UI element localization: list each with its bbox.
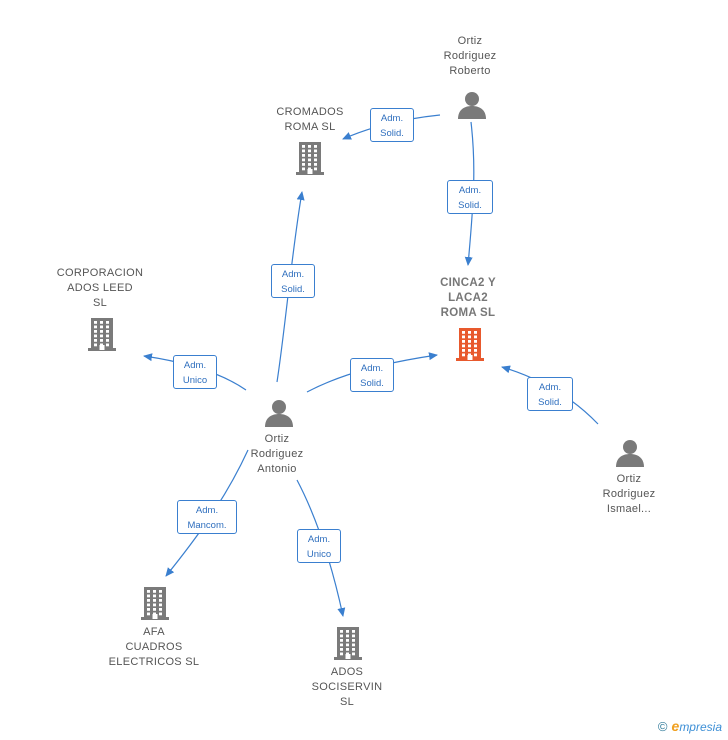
edge-label-line: Adm.: [538, 382, 562, 393]
edge-label-roberto-cromados[interactable]: Adm. Solid.: [370, 108, 414, 142]
node-label-line: AFA: [143, 626, 165, 638]
edge-label-line: Adm.: [281, 269, 305, 280]
edge-label-line: Solid.: [458, 200, 482, 211]
node-label-line: ADOS: [330, 666, 364, 678]
node-label-line: Ismael...: [606, 503, 652, 515]
edge-label-line: Adm.: [380, 113, 404, 124]
edge-label-antonio-cinca[interactable]: Adm. Solid.: [350, 358, 394, 392]
node-label-line: Roberto: [449, 65, 491, 77]
edge-label-line: Mancom.: [187, 520, 227, 531]
edge-label-ismael-cinca[interactable]: Adm. Solid.: [527, 377, 573, 411]
node-label-line: ADOS LEED: [67, 282, 133, 294]
building-icon-sociservin[interactable]: [332, 625, 364, 666]
node-label-line: ROMA SL: [440, 307, 496, 319]
brand-initial: e: [671, 718, 680, 734]
footer-brand: ©empresia: [658, 718, 722, 734]
node-label-line: SOCISERVIN: [311, 681, 383, 693]
node-label-cromados[interactable]: CROMADOS ROMA SL: [240, 105, 380, 135]
node-label-line: SL: [92, 297, 108, 309]
node-label-sociservin[interactable]: ADOS SOCISERVIN SL: [277, 665, 417, 710]
building-icon-corporacion[interactable]: [86, 316, 118, 357]
node-label-line: CUADROS: [125, 641, 183, 653]
node-label-line: Rodriguez: [443, 50, 497, 62]
node-label-line: SL: [339, 696, 355, 708]
node-label-line: Ortiz: [616, 473, 642, 485]
edge-label-roberto-cinca[interactable]: Adm. Solid.: [447, 180, 493, 214]
building-icon-afa[interactable]: [139, 585, 171, 626]
edge-label-line: Solid.: [538, 397, 562, 408]
node-label-line: CROMADOS: [276, 106, 344, 118]
person-icon-antonio[interactable]: [263, 397, 295, 434]
edge-label-line: Adm.: [183, 360, 207, 371]
node-label-line: Ortiz: [457, 35, 483, 47]
node-label-line: ELECTRICOS SL: [108, 656, 200, 668]
building-icon-cinca[interactable]: [454, 326, 486, 367]
building-icon-cromados[interactable]: [294, 140, 326, 181]
node-label-line: ROMA SL: [284, 121, 336, 133]
edge-label-antonio-cromados[interactable]: Adm. Solid.: [271, 264, 315, 298]
node-label-corporacion[interactable]: CORPORACION ADOS LEED SL: [30, 266, 170, 311]
node-label-line: LACA2: [448, 292, 488, 304]
node-label-afa[interactable]: AFA CUADROS ELECTRICOS SL: [84, 625, 224, 670]
person-icon-roberto[interactable]: [456, 89, 488, 126]
edge-label-line: Unico: [182, 375, 208, 386]
edge-label-line: Adm.: [360, 363, 384, 374]
edge-label-line: Unico: [306, 549, 332, 560]
node-label-line: Rodriguez: [250, 448, 304, 460]
edge-label-line: Solid.: [380, 128, 404, 139]
edge-label-line: Solid.: [281, 284, 305, 295]
edge-label-antonio-afa[interactable]: Adm. Mancom.: [177, 500, 237, 534]
brand-name: mpresia: [679, 720, 722, 734]
node-label-line: Rodriguez: [602, 488, 656, 500]
edge-label-line: Solid.: [360, 378, 384, 389]
edge-label-line: Adm.: [458, 185, 482, 196]
copyright-symbol: ©: [657, 719, 668, 734]
edge-label-line: Adm.: [195, 505, 219, 516]
node-label-line: Ortiz: [264, 433, 290, 445]
edge-label-antonio-sociservin[interactable]: Adm. Unico: [297, 529, 341, 563]
edge-label-line: Adm.: [307, 534, 331, 545]
person-icon-ismael[interactable]: [614, 437, 646, 474]
node-label-line: CINCA2 Y: [440, 277, 496, 289]
node-label-line: Antonio: [257, 463, 297, 475]
node-label-line: CORPORACION: [56, 267, 144, 279]
edge-label-antonio-corporacion[interactable]: Adm. Unico: [173, 355, 217, 389]
